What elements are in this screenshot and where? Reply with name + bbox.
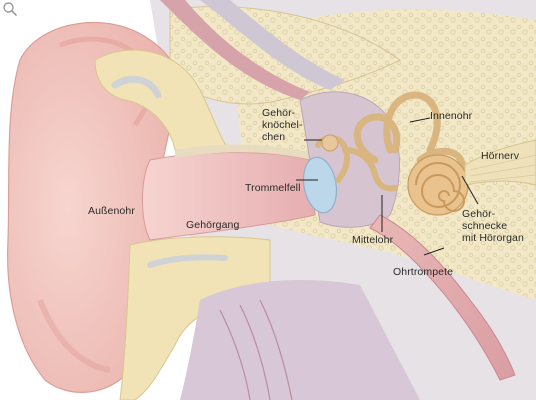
label-gehoerknoechelchen-line1: Gehör- [262, 107, 303, 119]
label-ohrtrompete: Ohrtrompete [393, 266, 453, 278]
label-gehoerschnecke: Gehör- schnecke mit Hörorgan [462, 208, 524, 244]
label-gehoerknoechelchen-line2: knöchel- [262, 119, 303, 131]
magnifier-icon[interactable] [2, 1, 18, 17]
ossicle-head [322, 135, 338, 151]
cochlea [408, 155, 468, 215]
label-hoernerv: Hörnerv [481, 150, 519, 162]
label-innenohr: Innenohr [430, 110, 472, 122]
label-gehoerschnecke-line3: mit Hörorgan [462, 232, 524, 244]
label-gehoerschnecke-line1: Gehör- [462, 208, 524, 220]
label-trommelfell: Trommelfell [245, 182, 301, 194]
label-aussenohr: Außenohr [88, 205, 135, 217]
label-gehoergang: Gehörgang [186, 219, 239, 231]
label-gehoerknoechelchen: Gehör- knöchel- chen [262, 107, 303, 143]
label-gehoerknoechelchen-line3: chen [262, 131, 303, 143]
label-gehoerschnecke-line2: schnecke [462, 220, 524, 232]
label-mittelohr: Mittelohr [352, 234, 393, 246]
